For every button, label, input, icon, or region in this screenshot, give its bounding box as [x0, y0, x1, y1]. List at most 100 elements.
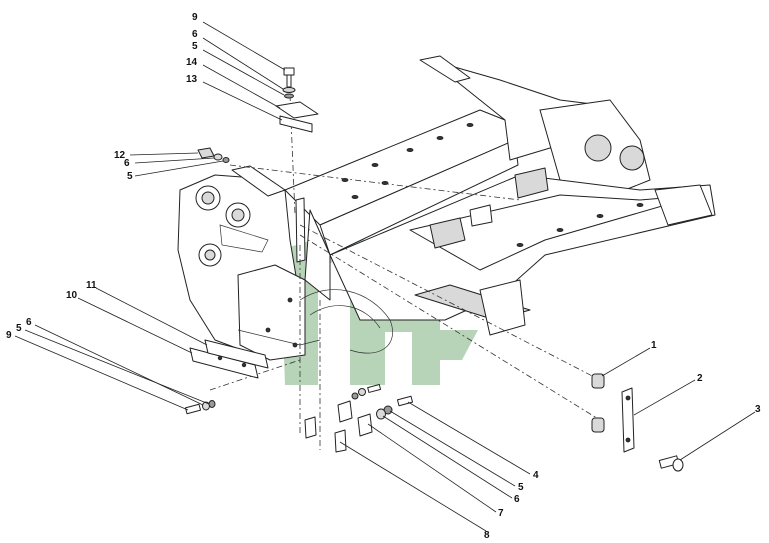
leader-lines [14, 21, 756, 532]
frame-hole [436, 135, 444, 140]
clip-7 [357, 413, 373, 437]
bolt-upper-4 [367, 384, 382, 393]
rear-end-plate [654, 184, 713, 226]
callout-9-left: 9 [6, 330, 12, 341]
center-bracket-3 [469, 204, 493, 227]
leader-5b [134, 160, 224, 177]
leader-5a [202, 49, 285, 96]
tab-8b [304, 416, 317, 439]
bolt-3-head [672, 458, 684, 472]
frame-hole [351, 194, 359, 199]
rear-opening-2 [619, 145, 645, 171]
callout-2: 2 [697, 373, 703, 384]
side-plate-hole-1 [287, 297, 293, 303]
washer-6b [213, 153, 223, 161]
frame-hole [596, 213, 604, 218]
plate-hole [217, 355, 223, 361]
callout-6-top: 6 [192, 29, 198, 40]
assembly-line [299, 234, 601, 421]
callout-8: 8 [484, 530, 490, 541]
top-strap-bar [279, 115, 313, 133]
mount-plate-hole [625, 395, 631, 401]
callout-11: 11 [86, 280, 97, 291]
top-lock-washer [284, 93, 294, 99]
callout-6-left: 6 [26, 317, 32, 328]
center-bracket-2 [514, 167, 549, 199]
mount-plate-2 [621, 387, 635, 453]
callout-5-top: 5 [192, 41, 198, 52]
top-vertical-strap [295, 197, 306, 263]
leader-5d [389, 410, 516, 487]
leader-12 [129, 152, 199, 156]
leader-9a [202, 21, 286, 71]
top-spacer-plate [275, 101, 319, 119]
mount-plate-hole [625, 437, 631, 443]
top-bolt-shank [286, 74, 292, 88]
loader-frame [177, 55, 716, 361]
leader-8 [339, 441, 487, 532]
leader-1 [601, 347, 651, 377]
leader-6c [34, 324, 204, 406]
callout-7: 7 [498, 508, 504, 519]
callout-5-bottom: 5 [518, 482, 524, 493]
frame-cross-member [304, 209, 331, 301]
callout-14: 14 [186, 57, 198, 68]
callout-1: 1 [651, 340, 657, 351]
callout-3: 3 [755, 404, 761, 415]
spacer-1a [591, 373, 605, 389]
callout-5-mid: 5 [127, 171, 133, 182]
washer-upper-2 [351, 392, 359, 400]
hardware-parts [184, 67, 684, 472]
plate-11 [204, 339, 269, 369]
leader-11 [95, 287, 208, 346]
callout-10: 10 [66, 290, 78, 301]
left-bolt [184, 403, 202, 415]
washer-6d [376, 408, 386, 420]
frame-hole [636, 202, 644, 207]
callout-13: 13 [186, 74, 198, 85]
frame-hole [516, 242, 524, 247]
leader-7 [367, 423, 497, 513]
bolt-4 [396, 395, 414, 407]
top-washer [282, 87, 296, 93]
rear-opening-1 [584, 134, 612, 162]
frame-side-wall [319, 139, 519, 256]
tab-8 [334, 429, 347, 453]
leader-5c [24, 329, 210, 405]
curved-channel-2 [309, 305, 381, 329]
leader-2 [633, 379, 696, 416]
top-bolt-head [283, 67, 295, 76]
frame-hole [371, 162, 379, 167]
leader-13 [202, 81, 283, 121]
leader-6d [382, 415, 513, 499]
side-support-plate [237, 264, 306, 361]
pivot-hole-middle-inner [231, 208, 245, 222]
curved-channel [299, 289, 393, 354]
callout-labels: 9 6 5 14 13 12 6 5 11 10 6 5 9 1 2 3 4 5… [6, 12, 761, 541]
frame-hole [556, 227, 564, 232]
pivot-hole-lower-inner [204, 249, 216, 261]
callout-5-left: 5 [16, 323, 22, 334]
leader-3 [679, 411, 756, 461]
callout-9-top: 9 [192, 12, 198, 23]
callout-4: 4 [533, 470, 539, 481]
left-washer-5 [208, 400, 216, 408]
leader-14 [202, 64, 281, 109]
center-bracket-1 [429, 217, 466, 249]
washer-5b [222, 157, 230, 163]
washer-upper [358, 388, 366, 396]
gusset-bracket [219, 224, 269, 253]
assembly-line [289, 94, 296, 216]
assembly-line [229, 164, 521, 201]
leader-9b [14, 335, 189, 411]
plate-hole [241, 362, 247, 368]
spacer-1b [591, 417, 605, 433]
callout-6-mid: 6 [124, 158, 130, 169]
clip-7b [337, 400, 353, 423]
leader-6b [134, 157, 215, 164]
leader-4 [407, 401, 531, 475]
leader-10 [77, 297, 193, 354]
nut-12 [197, 147, 215, 159]
callout-12: 12 [114, 150, 126, 161]
